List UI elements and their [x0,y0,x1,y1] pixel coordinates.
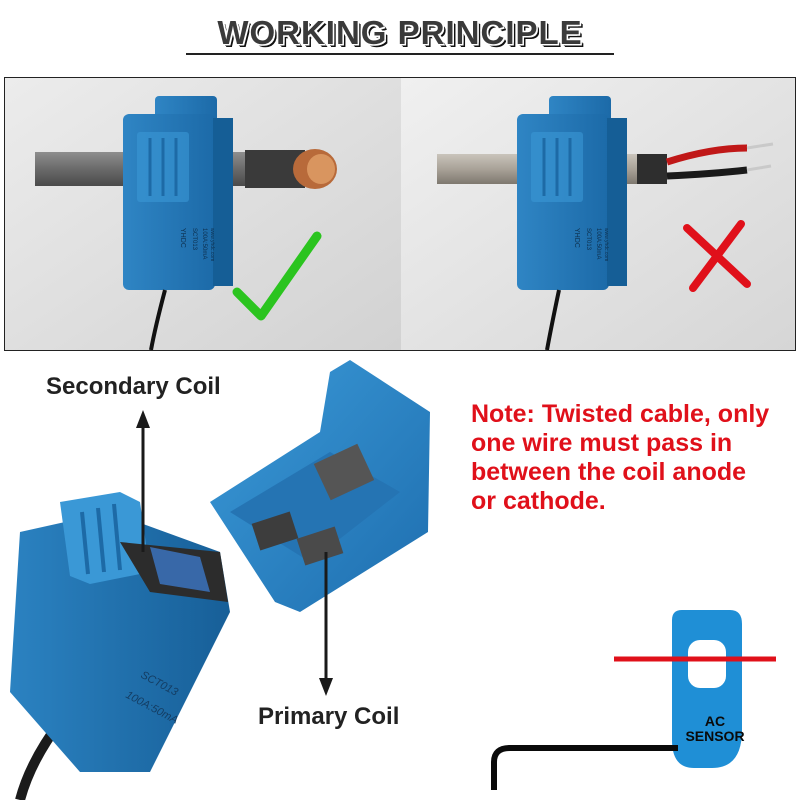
incorrect-usage-illustration: YHDC SCT013 100A:50mA www.yhdc.com [401,78,795,350]
ac-sensor-body [672,610,742,768]
sensor-print-model: SCT013 [585,228,591,251]
cross-icon [683,220,751,292]
correct-usage-photo: YHDC SCT013 100A:50mA www.yhdc.com [5,78,401,350]
note-text: Note: Twisted cable, only one wire must … [471,400,796,516]
sensor-output-cable [491,745,678,790]
sensor-print-model: SCT013 [191,228,197,251]
title-underline [186,53,614,55]
page-title: WORKING PRINCIPLE [217,14,583,51]
ac-sensor-window [688,640,726,688]
sensor-print-rating: 100A:50mA [201,228,207,259]
sensor-print-url: www.yhdc.com [209,228,215,261]
sensor-print-url: www.yhdc.com [603,228,609,261]
note-line-2: one wire must pass in [471,429,733,457]
incorrect-usage-photo: YHDC SCT013 100A:50mA www.yhdc.com [401,78,795,350]
primary-coil-label: Primary Coil [258,703,400,730]
ac-sensor-label: AC SENSOR [680,714,750,744]
ac-sensor-diagram [491,610,776,790]
sensor-print-brand: YHDC [573,228,580,248]
ac-sensor-label-line1: AC [704,713,726,729]
photo-comparison-frame: YHDC SCT013 100A:50mA www.yhdc.com [4,77,796,351]
checkmark-icon [232,231,322,321]
secondary-coil-label: Secondary Coil [46,373,221,400]
open-sensor-illustration: SCT013 100A:50mA [10,360,430,800]
sensor-print-brand: YHDC [179,228,186,248]
note-line-4: or cathode. [471,487,606,515]
correct-usage-illustration: YHDC SCT013 100A:50mA www.yhdc.com [5,78,401,350]
note-line-3: between the coil anode [471,458,747,486]
sensor-print-rating: 100A:50mA [595,228,601,259]
ac-sensor-label-line2: SENSOR [685,728,745,744]
note-line-1: Note: Twisted cable, only [471,400,770,428]
